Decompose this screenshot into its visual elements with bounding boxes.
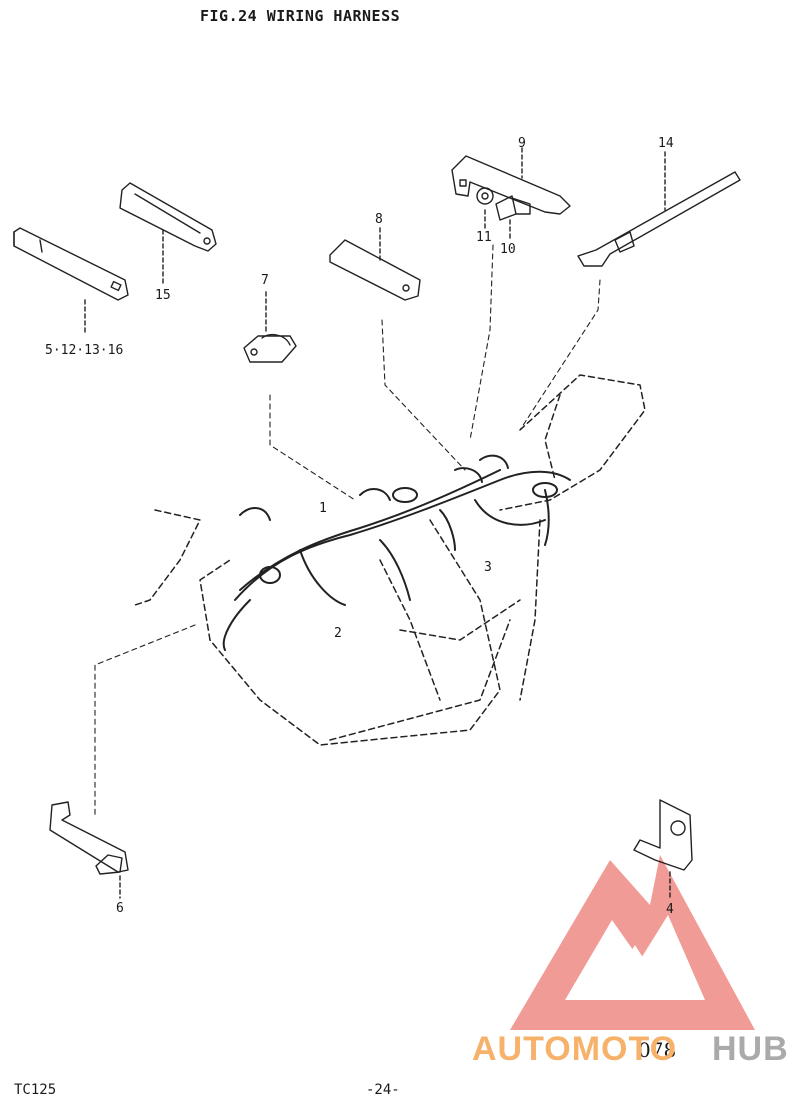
nut-part-11 (476, 187, 494, 229)
watermark-text-automoto: AUTOMOTO (472, 1030, 678, 1068)
bracket-part-9 (451, 147, 571, 215)
callout-1: 1 (319, 501, 327, 516)
callout-15: 15 (155, 288, 171, 303)
watermark-text-hub: HUB (712, 1030, 789, 1068)
callout-2: 2 (334, 626, 342, 641)
plate-code: 078 (638, 1038, 677, 1062)
pad-part-8 (329, 227, 421, 301)
callout-5-12-13-16: 5·12·13·16 (45, 343, 124, 358)
model-code: TC125 (14, 1082, 57, 1098)
page-number: -24- (366, 1082, 400, 1098)
clamp-part-15 (119, 182, 217, 286)
clamp-part-7 (243, 291, 297, 363)
callout-10: 10 (500, 242, 516, 257)
callout-4: 4 (666, 902, 674, 917)
callout-11: 11 (476, 230, 492, 245)
callout-14: 14 (658, 136, 674, 151)
callout-8: 8 (375, 212, 383, 227)
clamp-part-6 (49, 801, 129, 899)
callout-7: 7 (261, 273, 269, 288)
callout-6: 6 (116, 901, 124, 916)
bracket-part-4 (633, 799, 693, 901)
callout-9: 9 (518, 136, 526, 151)
wiring-harness-bundle (222, 454, 571, 651)
figure-title: FIG.24 WIRING HARNESS (200, 7, 401, 25)
bolt-part-10 (495, 195, 531, 241)
tie-wrap-part-14 (577, 151, 741, 267)
watermark-logo (510, 855, 755, 1030)
cable-band-part-5 (13, 227, 129, 336)
leader-lines (94, 244, 601, 816)
motorcycle-frame (134, 374, 646, 746)
callout-3: 3 (484, 560, 492, 575)
